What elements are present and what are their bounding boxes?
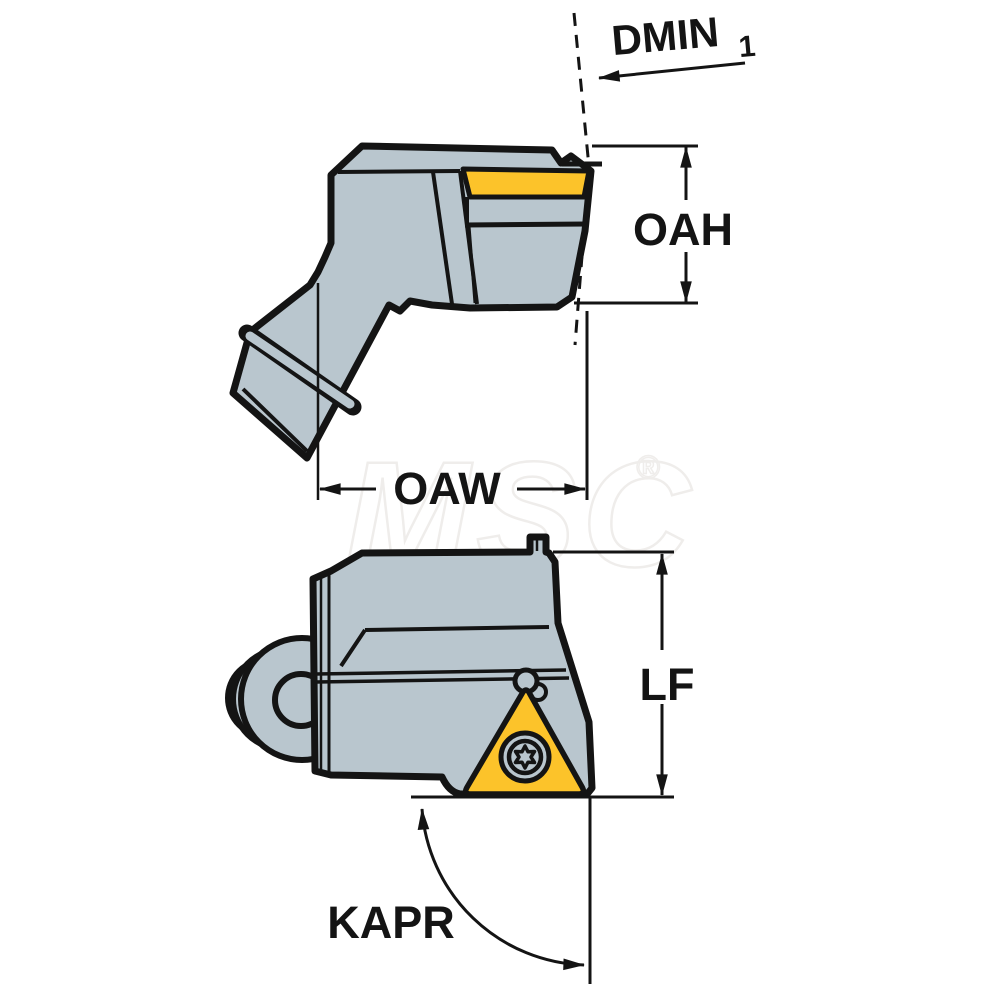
- shank-collar-face: [245, 331, 355, 409]
- kapr-angle-arc: [417, 808, 585, 971]
- side-view-tool-head: [225, 533, 596, 798]
- watermark-registered-mark: ®: [636, 449, 666, 485]
- kapr-label: KAPR: [327, 897, 455, 948]
- oah-label: OAH: [633, 204, 733, 255]
- dmin-label-group: DMIN 1: [610, 8, 757, 64]
- screw-torx-socket: [513, 744, 537, 770]
- head-groove-line-left: [431, 171, 454, 305]
- insert-seat-bottom-edge: [464, 221, 587, 228]
- top-view-tool-head: [229, 142, 602, 462]
- upper-face-edge: [364, 625, 550, 632]
- dimension-annotations: DMIN 1 OAH OAW LF KAPR: [316, 8, 757, 984]
- head-face-seam: [467, 225, 477, 304]
- lf-label: LF: [640, 659, 695, 710]
- dmin-dashed-axis: [572, 12, 591, 346]
- dmin-label: DMIN: [610, 8, 721, 64]
- oaw-label: OAW: [393, 463, 501, 514]
- insert-top-view: [460, 166, 592, 200]
- shank-end-band-line: [241, 387, 309, 453]
- dmin-label-subscript: 1: [737, 30, 757, 64]
- upper-face-bevel: [339, 628, 367, 668]
- dmin-leader-arrow: [598, 61, 746, 82]
- head-top-face-edge: [337, 169, 461, 174]
